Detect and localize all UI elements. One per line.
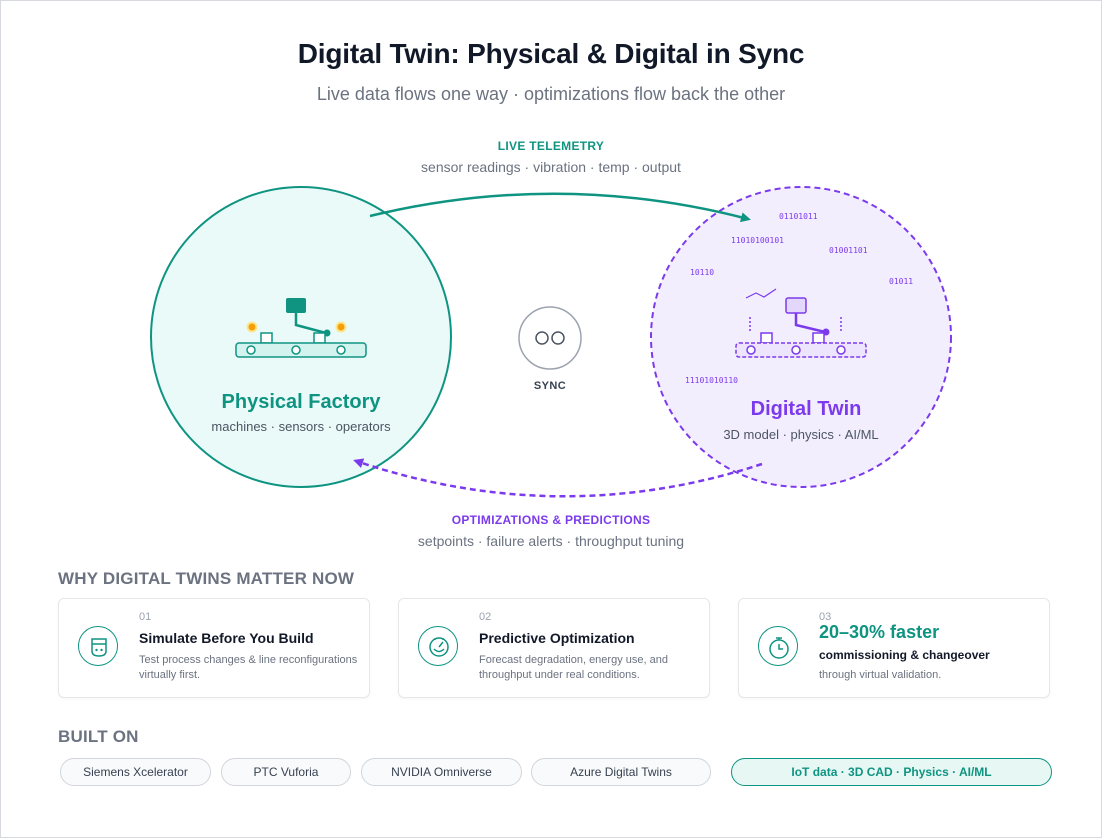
- digital-twin-title: Digital Twin: [750, 398, 862, 420]
- card-simulate: 01 Simulate Before You Build Test proces…: [58, 598, 370, 698]
- digital-twin-circle: [650, 186, 952, 488]
- telemetry-label: LIVE TELEMETRY sensor readings · vibrati…: [0, 139, 1102, 175]
- binary-text: 01001101: [829, 246, 868, 255]
- binary-text: 11010100101: [731, 236, 784, 245]
- card-stat: 20–30% faster: [819, 622, 940, 642]
- card-predictive: 02 Predictive Optimization Forecast degr…: [398, 598, 710, 698]
- telemetry-detail: sensor readings · vibration · temp · out…: [421, 159, 681, 175]
- built-on-heading: BUILT ON: [58, 727, 139, 746]
- card-description: Test process changes & line reconfigurat…: [139, 654, 358, 681]
- optimizations-detail: setpoints · failure alerts · throughput …: [417, 533, 685, 549]
- physical-factory-title: Physical Factory: [221, 391, 381, 413]
- physical-machine-icon: [235, 298, 367, 358]
- card-title: commissioning & changeover: [819, 648, 990, 662]
- pill-nvidia-omniverse: NVIDIA Omniverse: [361, 758, 522, 786]
- device-icon: [78, 626, 118, 666]
- pill-azure-digital-twins: Azure Digital Twins: [531, 758, 711, 786]
- pill-ptc-vuforia: PTC Vuforia: [221, 758, 351, 786]
- binary-text: 01101011: [779, 212, 818, 221]
- card-title: Predictive Optimization: [479, 630, 635, 646]
- page-title: Digital Twin: Physical & Digital in Sync: [297, 38, 805, 69]
- card-description: through virtual validation.: [819, 669, 942, 681]
- telemetry-arrow: [369, 192, 751, 223]
- pill-siemens-xcelerator: Siemens Xcelerator: [60, 758, 211, 786]
- binary-text: 10110: [690, 268, 715, 277]
- card-title: Simulate Before You Build: [139, 630, 314, 646]
- binary-text: 01011: [889, 277, 914, 286]
- physical-factory-circle: [150, 186, 452, 488]
- physical-factory-subtitle: machines · sensors · operators: [211, 419, 391, 434]
- optimizations-heading: OPTIMIZATIONS & PREDICTIONS: [451, 513, 651, 527]
- card-number: 03: [819, 611, 832, 623]
- card-commissioning: 03 20–30% faster commissioning & changeo…: [738, 598, 1050, 698]
- optimizations-label: OPTIMIZATIONS & PREDICTIONS setpoints · …: [0, 513, 1102, 549]
- digital-machine-icon: [735, 288, 867, 358]
- telemetry-heading: LIVE TELEMETRY: [497, 139, 605, 153]
- card-description: Forecast degradation, energy use, and th…: [479, 654, 668, 681]
- optimization-arrow: [353, 458, 763, 498]
- sync-label: SYNC: [533, 380, 567, 392]
- card-number: 02: [479, 611, 492, 623]
- sync-icon: [518, 306, 582, 370]
- why-heading: WHY DIGITAL TWINS MATTER NOW: [58, 569, 355, 588]
- pill-capabilities: IoT data · 3D CAD · Physics · AI/ML: [731, 758, 1052, 786]
- card-number: 01: [139, 611, 152, 623]
- binary-text: 11101010110: [685, 376, 738, 385]
- sync-icon-ring-left: [535, 331, 549, 345]
- stopwatch-icon: [758, 626, 798, 666]
- digital-twin-subtitle: 3D model · physics · AI/ML: [723, 427, 879, 442]
- gauge-icon: [418, 626, 458, 666]
- page-subtitle: Live data flows one way · optimizations …: [316, 84, 786, 104]
- sync-icon-ring-right: [551, 331, 565, 345]
